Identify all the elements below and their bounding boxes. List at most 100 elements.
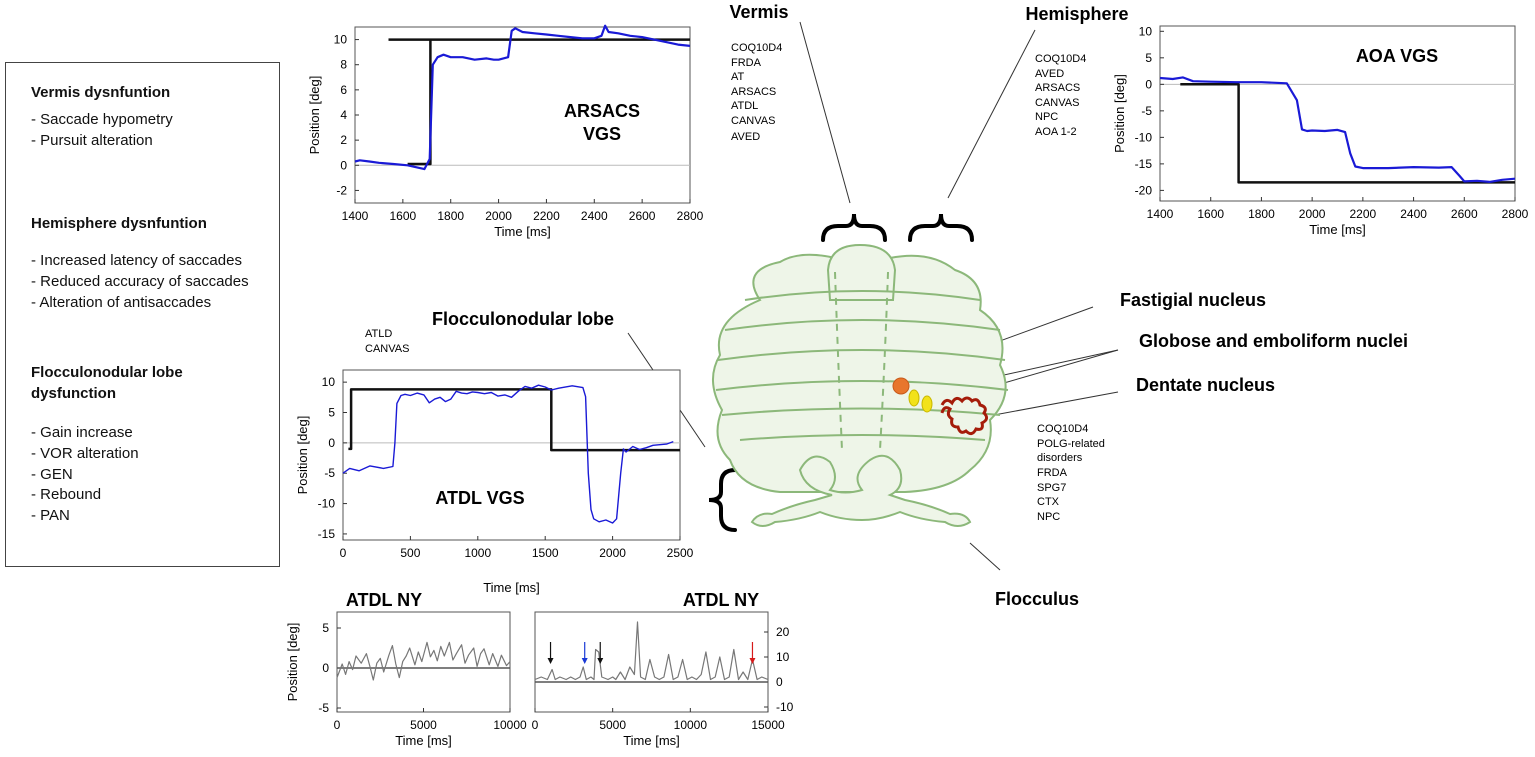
y-tick-label: 4 — [340, 108, 347, 122]
x-axis-label: Time [ms] — [1309, 222, 1366, 237]
x-axis-label: Time [ms] — [395, 733, 452, 748]
x-tick-label: 1400 — [342, 209, 369, 223]
dentate-disease-list: COQ10D4 POLG-related disorders FRDA SPG7… — [1037, 423, 1105, 523]
x-tick-label: 2000 — [1299, 207, 1326, 221]
y-tick-label: 5 — [322, 621, 329, 635]
x-tick-label: 1600 — [1197, 207, 1224, 221]
disease-item: disorders — [1037, 452, 1083, 464]
hemisphere-disease-list: COQ10D4 AVED ARSACS CANVAS NPC AOA 1-2 — [1035, 53, 1086, 138]
y-tick-label: 20 — [776, 625, 790, 639]
x-tick-label: 0 — [340, 546, 347, 560]
x-tick-label: 2800 — [1502, 207, 1529, 221]
disease-item: ARSACS — [1035, 82, 1080, 94]
vermis-dysfunction-title: Vermis dysnfuntion — [31, 84, 171, 101]
globose-nucleus — [908, 389, 920, 407]
plot-area — [1159, 25, 1516, 202]
hemisphere-connector-line — [947, 29, 1036, 199]
x-tick-label: 2200 — [1350, 207, 1377, 221]
arrow-head-icon — [547, 658, 554, 664]
flocculonodular-disease-list: ATLD CANVAS — [365, 328, 409, 355]
arrow-head-icon — [749, 658, 756, 664]
y-tick-label: -20 — [1135, 183, 1153, 197]
vermis-top — [826, 243, 897, 301]
y-axis-label: Position [deg] — [295, 416, 310, 495]
folium-line — [715, 380, 1009, 391]
x-tick-label: 2600 — [1451, 207, 1478, 221]
hemisphere-dysfunction-title: Hemisphere dysnfuntion — [31, 215, 207, 232]
flocculonodular-item: - PAN — [31, 507, 70, 524]
plot-area — [354, 26, 691, 204]
hemisphere-item: - Reduced accuracy of saccades — [31, 273, 249, 290]
vermis-border-right — [879, 271, 889, 451]
chart-title: ARSACS — [564, 101, 640, 121]
x-axis-label: Time [ms] — [483, 580, 540, 595]
chart-title: AOA VGS — [1356, 46, 1438, 66]
y-tick-label: -10 — [1135, 130, 1153, 144]
disease-item: ATDL — [731, 100, 758, 112]
x-tick-label: 5000 — [410, 718, 437, 732]
arrow-head-icon — [597, 658, 604, 664]
x-axis-label: Time [ms] — [623, 733, 680, 748]
y-tick-label: -15 — [318, 527, 336, 541]
y-tick-label: 0 — [322, 661, 329, 675]
disease-item: COQ10D4 — [731, 42, 782, 54]
disease-item: AT — [731, 71, 745, 83]
emboliform-nucleus — [921, 395, 933, 413]
braces — [708, 213, 974, 532]
flocculus-connector-line — [969, 542, 1001, 571]
disease-item: CANVAS — [731, 115, 775, 127]
fastigial-nucleus-label: Fastigial nucleus — [1120, 290, 1266, 310]
disease-item: CTX — [1037, 496, 1060, 508]
y-tick-label: -10 — [318, 497, 336, 511]
x-tick-label: 0 — [334, 718, 341, 732]
folium-line — [721, 407, 1001, 416]
y-axis-label: Position [deg] — [1112, 74, 1127, 153]
y-tick-label: -5 — [1141, 104, 1152, 118]
y-tick-label: 10 — [334, 33, 348, 47]
x-tick-label: 1500 — [532, 546, 559, 560]
cerebellum-illustration — [712, 243, 1009, 527]
vermis-item: - Saccade hypometry — [31, 111, 173, 128]
y-tick-label: 10 — [322, 375, 336, 389]
folium-line — [739, 434, 986, 441]
flocculonodular-dysfunction-title-line2: dysfunction — [31, 385, 116, 402]
dentate-connector-line — [977, 391, 1119, 419]
globose-emboliform-label: Globose and emboliform nuclei — [1139, 331, 1408, 351]
chart-title: VGS — [583, 124, 621, 144]
chart-title: ATDL VGS — [435, 488, 524, 508]
flocculonodular-brace — [708, 468, 737, 532]
eye-trace — [1159, 76, 1516, 183]
hemisphere-item: - Alteration of antisaccades — [31, 294, 212, 311]
x-tick-label: 2500 — [667, 546, 694, 560]
eye-trace — [342, 384, 674, 524]
disease-item: FRDA — [731, 57, 762, 69]
x-tick-label: 2200 — [533, 209, 560, 223]
folium-line — [717, 349, 1006, 361]
x-tick-label: 2000 — [485, 209, 512, 223]
y-tick-label: -5 — [324, 466, 335, 480]
x-tick-label: 1800 — [1248, 207, 1275, 221]
flocculonodular-item: - Rebound — [31, 486, 102, 503]
y-tick-label: 0 — [340, 158, 347, 172]
disease-item: AVED — [731, 131, 760, 143]
x-tick-label: 1800 — [437, 209, 464, 223]
x-tick-label: 2400 — [1400, 207, 1427, 221]
vermis-item: - Pursuit alteration — [31, 132, 153, 149]
plot-area — [336, 611, 511, 713]
disease-item: COQ10D4 — [1035, 53, 1086, 65]
y-tick-label: 8 — [340, 58, 347, 72]
hemisphere-brace — [908, 213, 974, 242]
disease-item: COQ10D4 — [1037, 423, 1088, 435]
fastigial-nucleus — [892, 377, 910, 395]
vermis-label: Vermis — [729, 2, 788, 22]
y-axis-label: Position [deg] — [285, 623, 300, 702]
x-tick-label: 2000 — [599, 546, 626, 560]
disease-item: CANVAS — [365, 343, 409, 355]
y-tick-label: -2 — [336, 183, 347, 197]
y-tick-label: 0 — [328, 436, 335, 450]
chart-title: ATDL NY — [346, 590, 422, 610]
